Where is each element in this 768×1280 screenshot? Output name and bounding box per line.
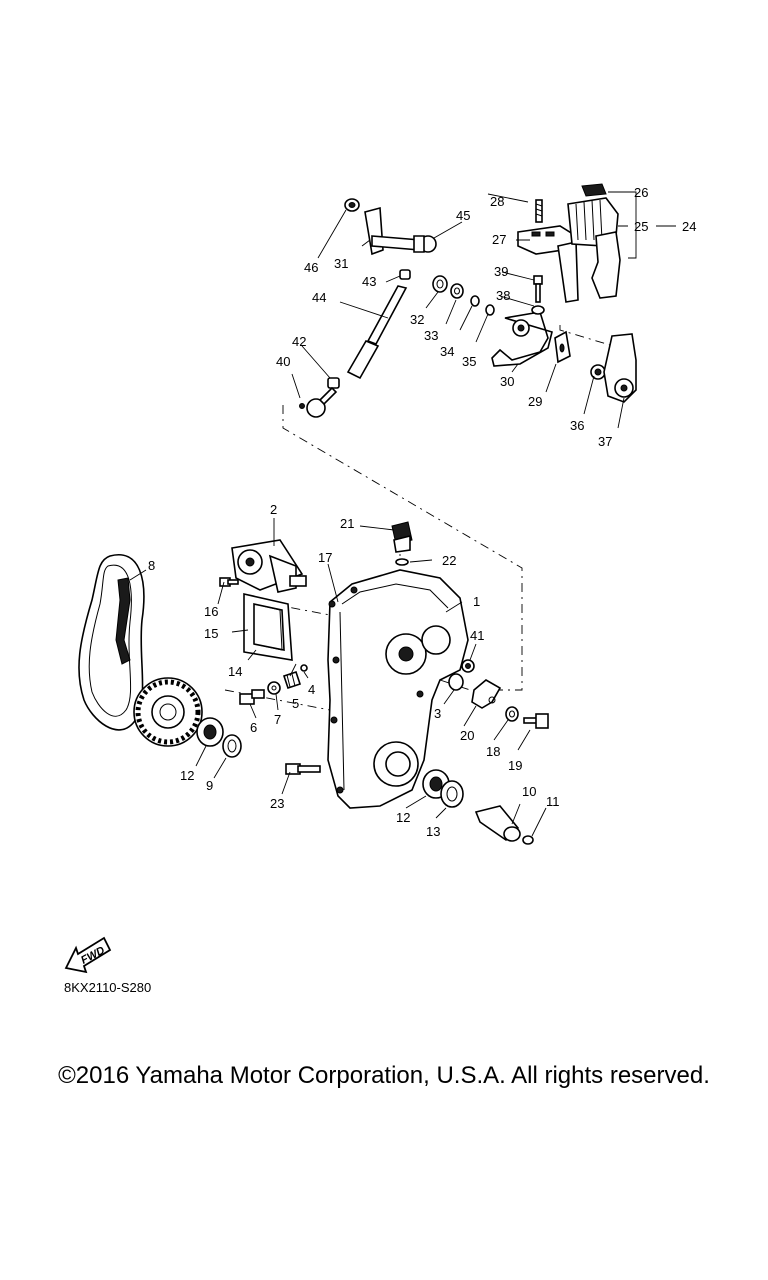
callout-23: 23: [270, 796, 284, 811]
part-26-cover: [581, 183, 607, 197]
part-44-shift-rod: [346, 285, 408, 380]
callout-20: 20: [460, 728, 474, 743]
callout-21: 21: [340, 516, 354, 531]
part-5-spring: [282, 670, 302, 690]
callout-11: 11: [546, 794, 560, 809]
callout-33: 33: [424, 328, 438, 343]
part-25-throttle-lever: [567, 197, 621, 299]
callout-4: 4: [308, 682, 315, 697]
callout-7: 7: [274, 712, 281, 727]
part-38-washer: [531, 305, 545, 315]
leader-lines: [129, 191, 676, 837]
fwd-arrow-icon: FWD: [64, 936, 112, 974]
part-36-nut: [590, 364, 606, 380]
callout-26: 26: [634, 185, 648, 200]
part-40-rod-end: [299, 386, 338, 418]
part-37-switch-housing: [603, 333, 637, 403]
callout-46: 46: [304, 260, 318, 275]
part-32-collar: [432, 275, 448, 293]
callout-44: 44: [312, 290, 326, 305]
drawing-code: 8KX2110-S280: [64, 980, 152, 995]
callout-39: 39: [494, 264, 508, 279]
part-43-nut: [399, 269, 411, 280]
callout-43: 43: [362, 274, 376, 289]
part-34-washer: [470, 295, 480, 307]
callout-15: 15: [204, 626, 218, 641]
callout-35: 35: [462, 354, 476, 369]
callout-5: 5: [292, 696, 299, 711]
part-21-dipstick: [391, 521, 413, 553]
callout-16: 16: [204, 604, 218, 619]
callout-numbers: 1 2 3 4 5 6 7 8 9 10 11 12 12 13 14 15 1…: [148, 185, 696, 839]
part-46-grommet: [344, 198, 360, 212]
part-13-seal: [440, 780, 464, 808]
part-33-washer: [450, 283, 464, 299]
callout-22: 22: [442, 553, 456, 568]
callout-9: 9: [206, 778, 213, 793]
part-22-o-ring: [395, 558, 409, 566]
part-8-drive-chain: [78, 553, 145, 731]
part-7-washer: [267, 681, 281, 695]
callout-12: 12: [180, 768, 194, 783]
callout-29: 29: [528, 394, 542, 409]
part-20-detent-lever: [471, 679, 502, 709]
callout-37: 37: [598, 434, 612, 449]
fwd-label: FWD: [79, 944, 107, 966]
part-9-seal-left: [222, 734, 242, 758]
part-2-shift-drum: [231, 539, 307, 593]
part-39-bolt: [533, 275, 543, 303]
callout-31: 31: [334, 256, 348, 271]
callout-17: 17: [318, 550, 332, 565]
callout-1: 1: [473, 594, 480, 609]
part-30-lever-bracket: [491, 311, 553, 367]
callout-34: 34: [440, 344, 454, 359]
callout-6: 6: [250, 720, 257, 735]
part-29-clip: [554, 330, 571, 364]
drive-sprocket: [133, 677, 203, 747]
part-11-o-ring: [522, 835, 534, 845]
callout-10: 10: [522, 784, 536, 799]
part-23-bolt: [285, 763, 321, 775]
part-42-nut: [327, 377, 340, 389]
part-6-bolt: [239, 689, 265, 705]
callout-3: 3: [434, 706, 441, 721]
callout-24: 24: [682, 219, 696, 234]
callout-19: 19: [508, 758, 522, 773]
callout-41: 41: [470, 628, 484, 643]
callout-12b: 12: [396, 810, 410, 825]
callout-8: 8: [148, 558, 155, 573]
callout-45: 45: [456, 208, 470, 223]
callout-30: 30: [500, 374, 514, 389]
part-10-sleeve: [474, 805, 521, 842]
part-4-ball: [300, 664, 308, 672]
part-12-bearing-left: [196, 717, 224, 747]
callout-28: 28: [490, 194, 504, 209]
callout-40: 40: [276, 354, 290, 369]
part-28-screw: [535, 199, 543, 223]
part-16-screw: [219, 577, 239, 587]
callout-13: 13: [426, 824, 440, 839]
part-19-bolt: [523, 713, 549, 729]
part-35-clip: [485, 304, 495, 316]
callout-14: 14: [228, 664, 242, 679]
callout-42: 42: [292, 334, 306, 349]
callout-27: 27: [492, 232, 506, 247]
copyright-notice: ©2016 Yamaha Motor Corporation, U.S.A. A…: [58, 1062, 710, 1089]
callout-38: 38: [496, 288, 510, 303]
shift-linkage-assembly: [299, 183, 637, 418]
part-14-plate: [253, 603, 285, 651]
callout-36: 36: [570, 418, 584, 433]
part-3-seal: [448, 673, 464, 691]
callout-2: 2: [270, 502, 277, 517]
part-41-nut: [461, 659, 475, 673]
part-45-ball-joint: [413, 235, 437, 253]
callout-32: 32: [410, 312, 424, 327]
part-1-gear-case: [327, 569, 469, 809]
part-27-lever: [517, 225, 579, 303]
part-31-bracket: [364, 206, 421, 256]
callout-25: 25: [634, 219, 648, 234]
part-18-washer: [505, 706, 519, 722]
callout-18: 18: [486, 744, 500, 759]
